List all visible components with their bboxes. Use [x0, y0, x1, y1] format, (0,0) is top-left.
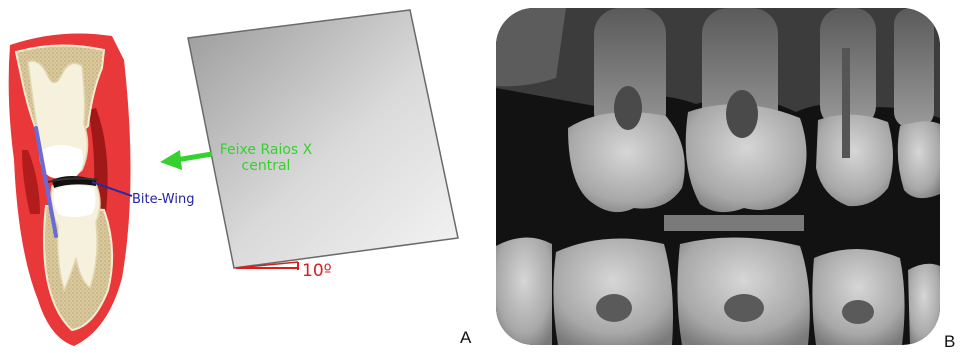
bitewing-label: Bite-Wing: [132, 192, 194, 207]
lower-crown: [908, 264, 940, 345]
lower-crown: [677, 237, 809, 345]
pulp-canal: [842, 48, 850, 158]
bitewing-diagram: Bite-Wing Feixe Raios X central 10º: [0, 0, 480, 349]
upper-crown: [898, 121, 940, 198]
beam-arrow-icon: [160, 150, 212, 170]
beam-label-line1: Feixe Raios X: [220, 142, 313, 158]
lower-crown: [496, 237, 552, 345]
radiograph-panel-b: [496, 8, 940, 345]
bitewing-radiograph: [496, 8, 940, 345]
upper-crown-enamel: [42, 145, 83, 179]
diagram-panel-a: Bite-Wing Feixe Raios X central 10º: [0, 0, 480, 349]
lower-crown: [553, 239, 673, 345]
lower-crown-enamel: [54, 185, 96, 217]
angle-label: 10º: [302, 261, 332, 281]
panel-letter-a: A: [460, 328, 471, 348]
bite-tab: [664, 215, 804, 231]
pulp-chamber: [726, 90, 758, 138]
lower-crown: [812, 249, 904, 345]
pulp-chamber: [842, 300, 874, 324]
upper-root: [894, 8, 934, 128]
beam-label-line2: central: [242, 158, 291, 174]
upper-left-bone: [496, 8, 566, 86]
pulp-chamber: [724, 294, 764, 322]
pulp-chamber: [614, 86, 642, 130]
panel-letter-b: B: [944, 332, 955, 352]
xray-source-plate: [188, 10, 458, 268]
pulp-chamber: [596, 294, 632, 322]
